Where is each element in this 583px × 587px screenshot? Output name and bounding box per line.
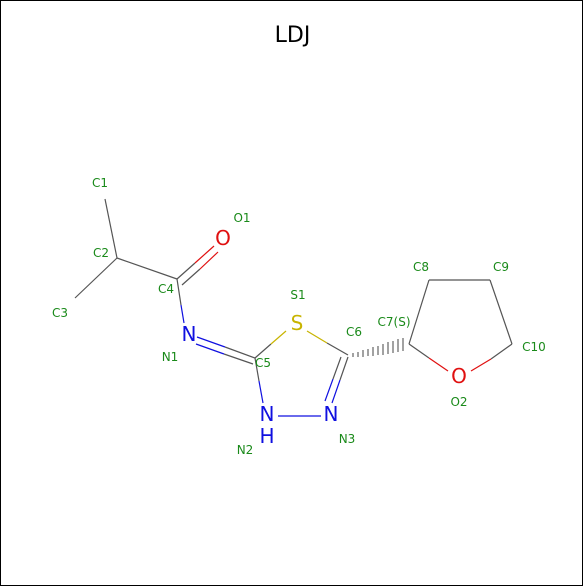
atom-label-n1: N1: [162, 350, 179, 364]
bond-c10-o2-b: [470, 358, 492, 372]
bond-n1-c5-d: [223, 353, 254, 365]
bond-s1-c6-a: [306, 330, 328, 344]
bond-c5-n2-a: [254, 357, 260, 382]
bond-c5-s1-a: [254, 343, 272, 359]
atom-label-c4: C4: [158, 282, 174, 296]
bond-c4-o1-a: [176, 262, 196, 280]
atom-label-c9: C9: [493, 260, 509, 274]
bond-c7-c8: [408, 279, 430, 345]
atom-s1-symbol: S: [291, 311, 304, 335]
bond-c5-n2-b: [258, 380, 264, 404]
atom-label-c2: C2: [93, 246, 109, 260]
atom-n1-symbol: N: [182, 322, 197, 346]
bond-c4-o1-d: [199, 251, 219, 270]
bond-n1-c5-a: [196, 336, 226, 348]
atom-label-o2: O2: [450, 395, 467, 409]
bond-c7-o2-a: [408, 343, 430, 359]
atom-o2-symbol: O: [451, 364, 467, 388]
bond-c2-c3: [74, 257, 118, 299]
bond-c5-s1-b: [270, 330, 287, 345]
atom-label-c1: C1: [92, 176, 108, 190]
atom-n2-symbol: N: [260, 402, 275, 426]
atom-label-c6: C6: [346, 325, 362, 339]
bond-c4-o1-c: [181, 268, 201, 286]
bond-c1-c2: [104, 198, 118, 259]
bond-n3-c6-a: [331, 379, 341, 404]
bond-n1-c5-c: [195, 343, 225, 355]
atom-label-n2: N2: [237, 443, 254, 457]
atom-label-s1: S1: [290, 288, 305, 302]
bond-s1-c6-b: [326, 342, 349, 356]
atom-label-o1: O1: [233, 211, 250, 225]
bond-c7-o2-b: [428, 357, 449, 372]
bond-n1-c5-b: [224, 346, 256, 359]
atom-label-c10: C10: [522, 340, 546, 354]
atom-label-n3: N3: [339, 432, 356, 446]
bond-c4-o1-b: [194, 245, 215, 264]
bond-n3-c6-b: [339, 356, 349, 381]
bond-c4-n1-a: [176, 278, 182, 306]
bond-c2-c4: [116, 257, 178, 280]
atom-n3-symbol: N: [324, 402, 339, 426]
bond-n3-c6-c: [324, 378, 334, 402]
atom-label-c8: C8: [413, 260, 429, 274]
atom-n2-hydrogen: H: [259, 424, 274, 448]
atom-o1-symbol: O: [215, 226, 231, 250]
bond-c4-n1-b: [180, 304, 185, 324]
atom-label-c7: C7(S): [378, 315, 411, 329]
bond-n3-c6-d: [332, 356, 342, 380]
atom-label-c3: C3: [52, 306, 68, 320]
bond-c9-c10: [489, 279, 513, 345]
bond-c10-o2-a: [490, 343, 513, 360]
molecule-title: LDJ: [274, 23, 311, 48]
bond-c6-c7-hashed: [352, 338, 404, 357]
atom-label-c5: C5: [255, 356, 271, 370]
